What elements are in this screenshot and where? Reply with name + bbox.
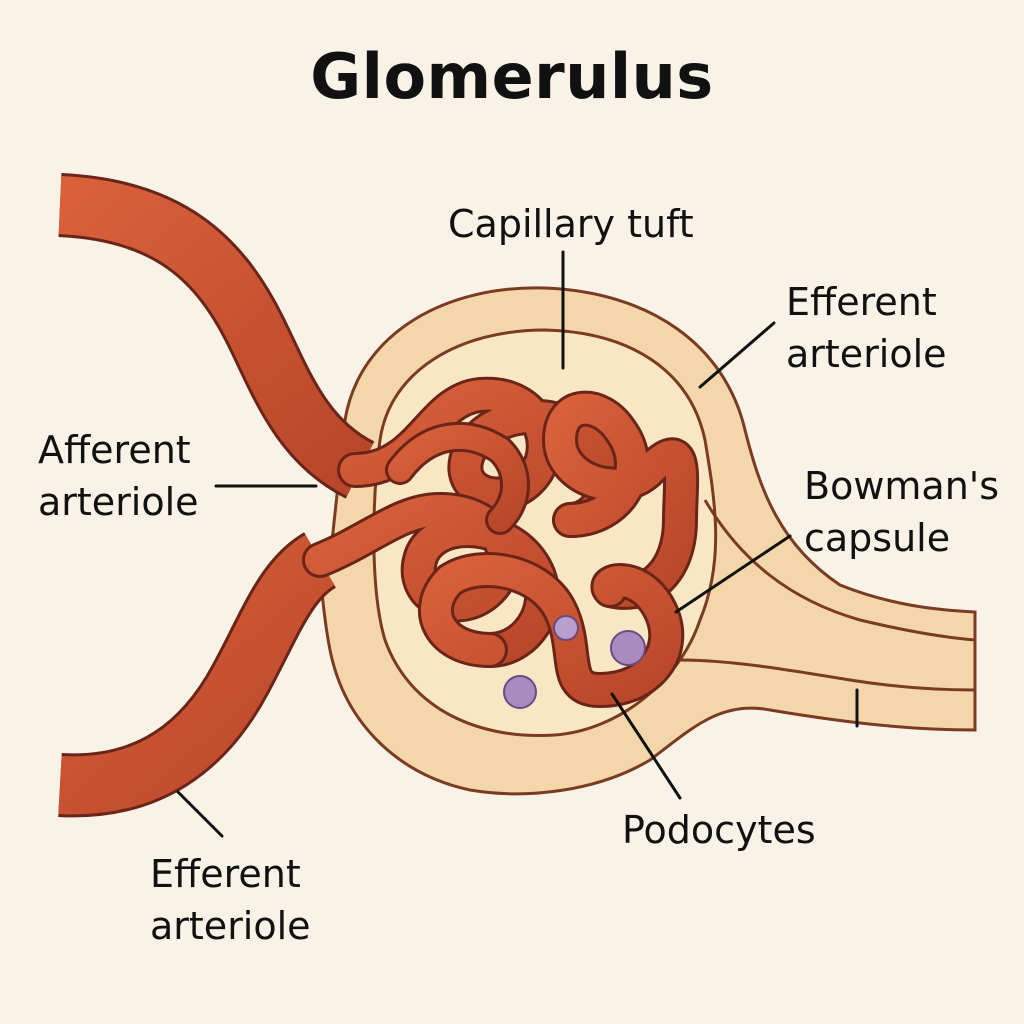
capillary-loop <box>340 379 620 535</box>
capillary-loop <box>544 393 697 607</box>
efferent-arteriole-fill <box>58 534 336 815</box>
label-efferent-arteriole-right: Efferent arteriole <box>786 276 947 380</box>
label-text-line2: capsule <box>804 516 951 560</box>
tubule-wall-lower <box>679 658 976 692</box>
label-text-line2: arteriole <box>786 332 947 376</box>
podocyte-cell <box>503 675 537 709</box>
label-text-line2: arteriole <box>150 904 311 948</box>
capillary-tuft-loops <box>302 376 700 709</box>
capillary-loop <box>420 555 682 706</box>
label-text-line1: Efferent <box>150 852 301 896</box>
leader-line-efferent-left <box>176 790 224 838</box>
leader-line-bowmans-capsule <box>674 534 792 614</box>
label-text: Podocytes <box>622 808 816 852</box>
label-text-line2: arteriole <box>38 480 199 524</box>
label-capillary-tuft: Capillary tuft <box>448 198 694 250</box>
podocyte-cell <box>553 615 579 641</box>
label-podocytes: Podocytes <box>622 804 816 856</box>
label-text-line1: Efferent <box>786 280 937 324</box>
leader-line-efferent-right <box>698 321 776 389</box>
tubule-wall-upper <box>703 499 976 642</box>
podocyte-cells <box>503 615 646 709</box>
diagram-title: Glomerulus <box>310 40 714 113</box>
afferent-arteriole-fill <box>58 176 375 496</box>
podocyte-cell <box>610 630 646 666</box>
leader-line-podocytes <box>610 692 682 800</box>
label-text: Capillary tuft <box>448 202 694 246</box>
capillary-loop <box>388 424 527 532</box>
label-text-line1: Bowman's <box>804 464 1000 508</box>
label-afferent-arteriole: Afferent arteriole <box>38 424 199 528</box>
label-bowmans-capsule: Bowman's capsule <box>804 460 999 564</box>
label-efferent-arteriole-left: Efferent arteriole <box>150 848 311 952</box>
leader-lines <box>176 250 859 838</box>
label-text-line1: Afferent <box>38 428 191 472</box>
